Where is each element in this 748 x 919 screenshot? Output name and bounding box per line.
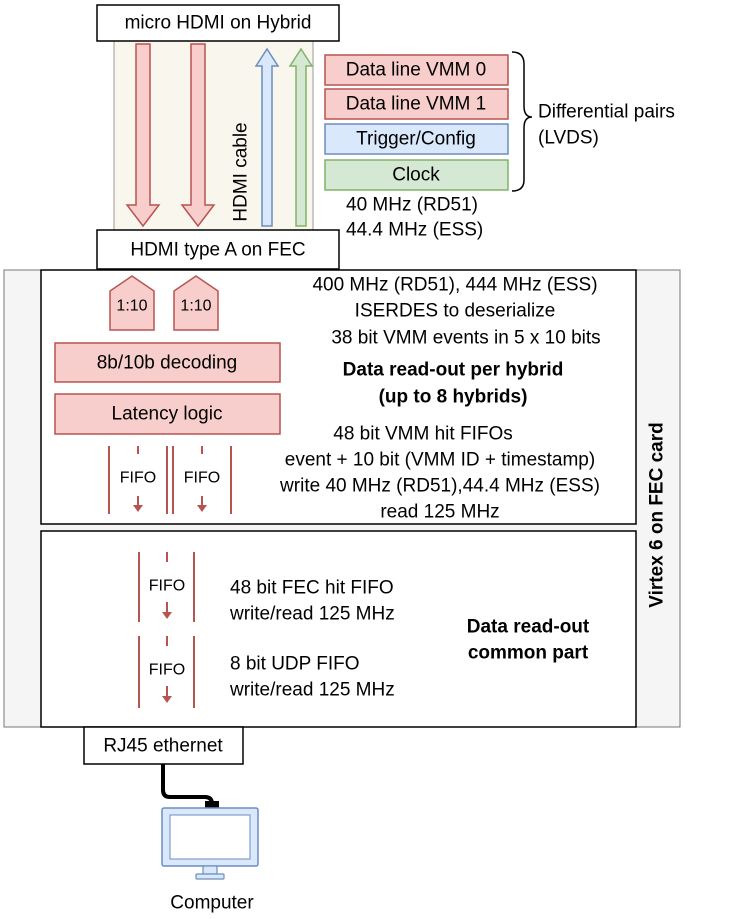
- hdmi-cable-label: HDMI cable: [231, 122, 252, 221]
- common-fifo2-text-1: 8 bit UDP FIFO: [230, 654, 360, 675]
- hybrid-fifo-label-1: FIFO: [120, 470, 156, 487]
- signal-label-trigger: Trigger/Config: [356, 129, 476, 150]
- serdes-text-3: 38 bit VMM events in 5 x 10 bits: [331, 328, 600, 349]
- ethernet-cable: [161, 764, 214, 808]
- differential-label-line2: (LVDS): [538, 128, 599, 149]
- common-fifo2-text-2: write/read 125 MHz: [229, 680, 395, 701]
- common-title-line2: common part: [468, 643, 589, 664]
- common-fifo-1: FIFO: [138, 552, 195, 622]
- micro-hdmi-box: [96, 4, 340, 42]
- common-fifo-label-2: FIFO: [149, 662, 185, 679]
- decoding-box: [54, 342, 281, 383]
- signal-label-data-vmm1: Data line VMM 1: [346, 94, 486, 115]
- trigger-arrow-up: [254, 47, 280, 227]
- ethernet-plug: [205, 801, 219, 809]
- latency-label: Latency logic: [112, 404, 223, 425]
- hybrid-fifo-2: FIFO: [172, 446, 232, 514]
- signal-box-trigger: [324, 123, 509, 155]
- computer-label: Computer: [170, 893, 254, 914]
- rj45-label: RJ45 ethernet: [103, 736, 223, 757]
- fifo-text-1: 48 bit VMM hit FIFOs: [333, 424, 512, 445]
- serdes-text-2: ISERDES to deserialize: [355, 301, 556, 322]
- serdes-block-2: [173, 275, 219, 331]
- data-arrow-down-2: [180, 43, 216, 228]
- signal-box-data-vmm0: [324, 54, 509, 86]
- latency-box: [54, 393, 281, 435]
- fifo-text-3: write 40 MHz (RD51),44.4 MHz (ESS): [279, 476, 600, 497]
- common-fifo-label-1: FIFO: [149, 578, 185, 595]
- fpga-label: Virtex 6 on FEC card: [647, 422, 668, 608]
- signal-label-clock: Clock: [392, 165, 440, 186]
- differential-label-line1: Differential pairs: [538, 102, 675, 123]
- common-fifo1-text-1: 48 bit FEC hit FIFO: [230, 578, 394, 599]
- common-title-line1: Data read-out: [467, 617, 590, 638]
- common-fifo1-text-2: write/read 125 MHz: [229, 604, 395, 625]
- hdmi-type-a-label: HDMI type A on FEC: [130, 240, 305, 261]
- signal-box-data-vmm1: [324, 88, 509, 120]
- signal-label-data-vmm0: Data line VMM 0: [346, 60, 486, 81]
- hybrid-title-line2: (up to 8 hybrids): [379, 387, 528, 408]
- common-fifo-2: FIFO: [138, 636, 195, 708]
- fifo-text-4: read 125 MHz: [380, 502, 499, 523]
- clock-freq-line2: 44.4 MHz (ESS): [346, 220, 483, 241]
- serdes-text-1: 400 MHz (RD51), 444 MHz (ESS): [312, 275, 597, 296]
- clock-arrow-up: [288, 47, 314, 227]
- signal-box-clock: [324, 159, 509, 191]
- fifo-text-2: event + 10 bit (VMM ID + timestamp): [285, 450, 595, 471]
- clock-freq-line1: 40 MHz (RD51): [346, 195, 478, 216]
- hybrid-title-line1: Data read-out per hybrid: [343, 360, 564, 381]
- hybrid-fifo-label-2: FIFO: [184, 470, 220, 487]
- common-section-box: [40, 530, 637, 728]
- data-arrow-down-1: [125, 43, 161, 228]
- hdmi-type-a-box: [96, 229, 340, 270]
- micro-hdmi-label: micro HDMI on Hybrid: [125, 13, 312, 34]
- serdes-block-1: [109, 275, 155, 331]
- decoding-label: 8b/10b decoding: [97, 353, 238, 374]
- hybrid-fifo-1: FIFO: [108, 446, 168, 514]
- serdes-label-2: 1:10: [180, 298, 211, 315]
- differential-brace: [511, 51, 533, 192]
- serdes-label-1: 1:10: [116, 298, 147, 315]
- computer-icon: [161, 807, 259, 880]
